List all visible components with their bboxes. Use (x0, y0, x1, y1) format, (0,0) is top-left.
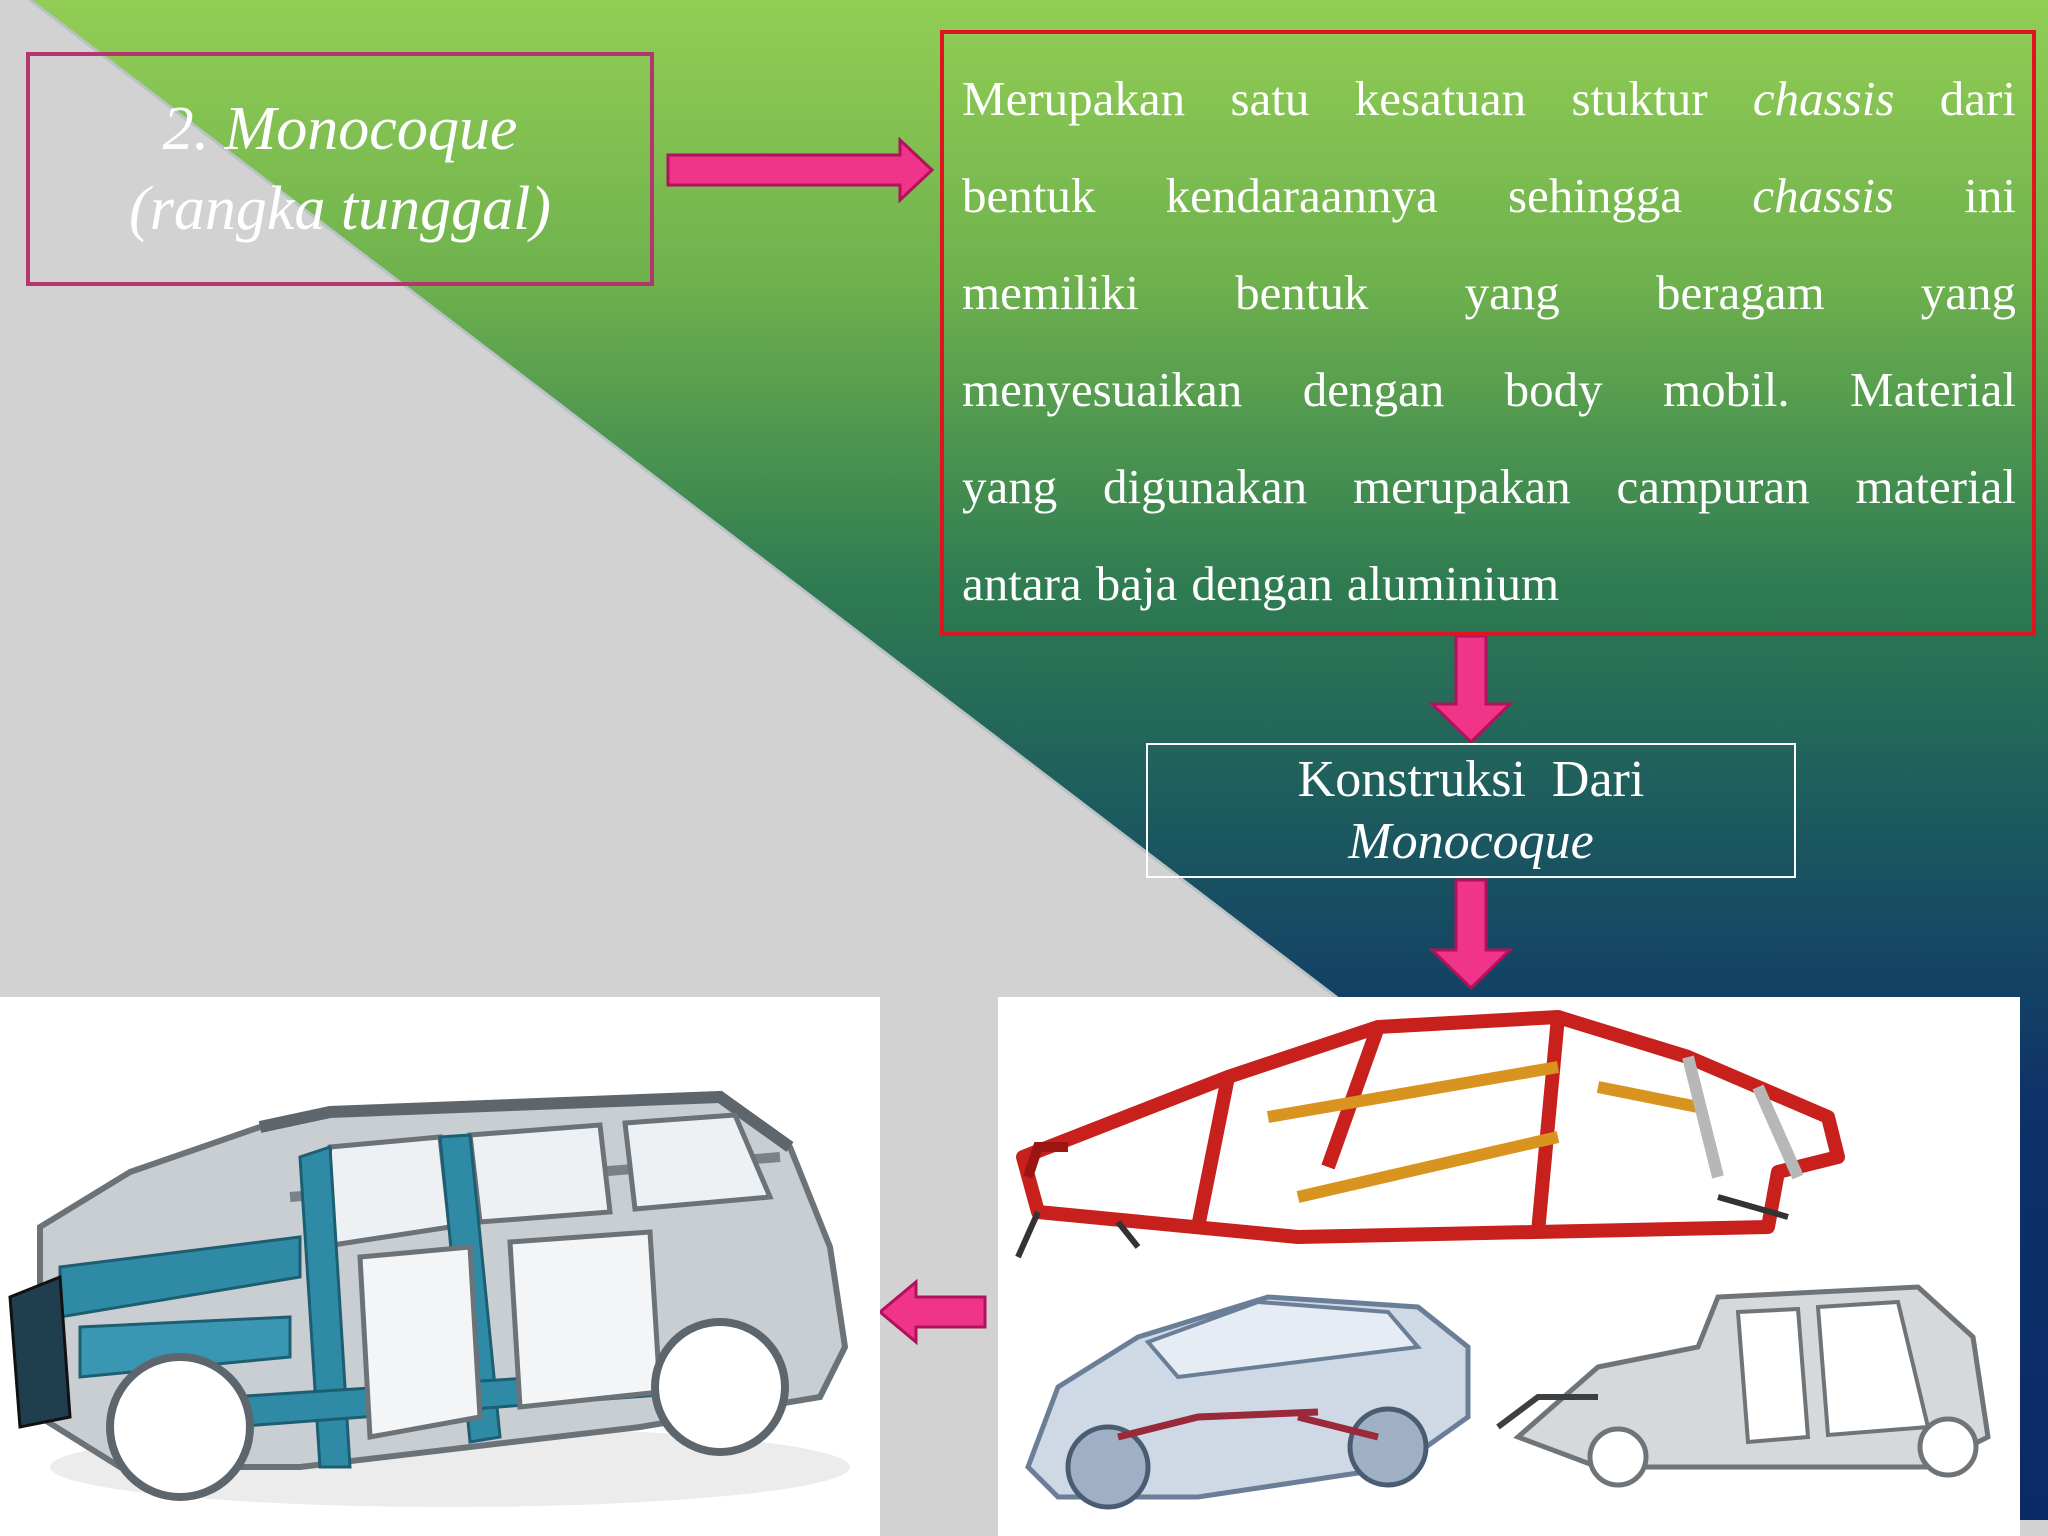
description-word: sehingga (1507, 168, 1683, 223)
description-line: memiliki bentuk yang beragam yang (962, 244, 2016, 341)
description-word: mobil. (1663, 362, 1790, 417)
arrow-left-icon (877, 1278, 987, 1346)
description-word: ini (1964, 168, 2016, 223)
transparent-sedan-chassis (1025, 1294, 1471, 1510)
chassis-collage-illustration (998, 997, 2020, 1536)
description-word: bentuk (962, 168, 1096, 223)
description-word: dari (1939, 71, 2016, 126)
description-word: merupakan (1352, 459, 1571, 514)
description-word: menyesuaikan (962, 362, 1243, 417)
description-word: beragam (1655, 265, 1825, 320)
description-line: yang digunakan merupakan campuran material (962, 438, 2016, 535)
description-line: menyesuaikan dengan body mobil. Material (962, 341, 2016, 438)
description-word: bentuk (1235, 265, 1369, 320)
description-word: chassis (1752, 71, 1895, 126)
description-word: kendaraannya (1165, 168, 1438, 223)
arrow-down-icon (1428, 878, 1514, 991)
monocoque-examples-image (998, 997, 2020, 1536)
description-word: satu (1230, 71, 1310, 126)
description-word: dengan (1191, 556, 1333, 611)
description-word: digunakan (1103, 459, 1308, 514)
description-word: dengan (1302, 362, 1445, 417)
description-word: body (1504, 362, 1603, 417)
description-word: yang (962, 459, 1058, 514)
suv-monocoque-image (0, 997, 880, 1536)
suv-frame-illustration (0, 997, 880, 1536)
arrow-right-icon (666, 136, 935, 204)
description-word: stuktur (1571, 71, 1708, 126)
description-box: Merupakan satu kesatuan stuktur chassis dari b… (940, 30, 2036, 636)
red-sedan-frame (1015, 1010, 1845, 1259)
grey-wagon-body (1496, 1284, 1991, 1488)
description-word: Merupakan (962, 71, 1186, 126)
title-line-1: 2. Monocoque (162, 95, 518, 163)
description-word: material (1855, 459, 2016, 514)
konstruksi-box: Konstruksi Dari Monocoque (1146, 743, 1796, 878)
description-line: bentuk kendaraannya sehingga chassis ini (962, 147, 2016, 244)
konstruksi-line-1: Konstruksi Dari (1297, 750, 1645, 808)
description-word: Material (1850, 362, 2016, 417)
description-word: aluminium (1346, 556, 1560, 611)
konstruksi-line-2: Monocoque (1348, 812, 1594, 870)
description-word: yang (1920, 265, 2016, 320)
description-word: chassis (1752, 168, 1894, 223)
description-word: baja (1095, 556, 1178, 611)
description-word: yang (1464, 265, 1560, 320)
description-word: memiliki (962, 265, 1139, 320)
description-line: Merupakan satu kesatuan stuktur chassis dari (962, 50, 2016, 147)
description-word: campuran (1616, 459, 1810, 514)
description-word: antara (962, 556, 1082, 611)
title-line-2: (rangka tunggal) (129, 175, 551, 243)
title-box: 2. Monocoque (rangka tunggal) (26, 52, 654, 286)
description-word: kesatuan (1354, 71, 1527, 126)
arrow-down-icon (1428, 634, 1514, 745)
